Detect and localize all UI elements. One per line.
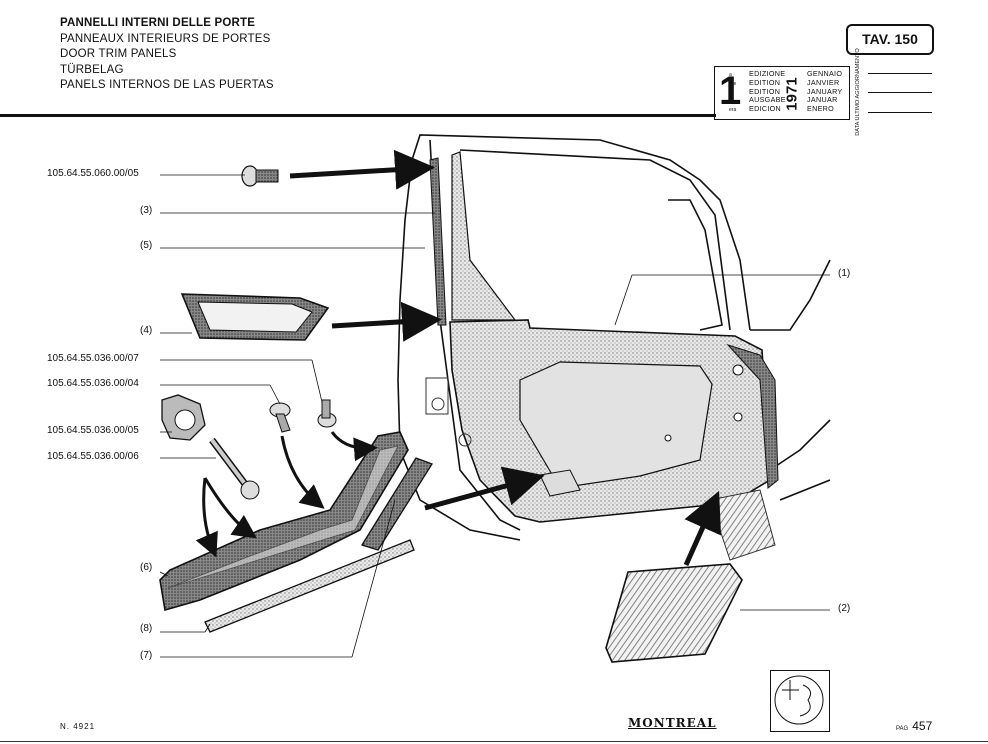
arrow-screw07 [330,431,378,462]
window-trim-4-inner [197,301,313,333]
armrest-6 [159,431,409,612]
title-french: PANNEAUX INTERIEURS DE PORTES [60,32,271,45]
trim-strip-8 [204,539,415,633]
title-italian: PANNELLI INTERNI DELLE PORTE [60,17,256,29]
hole-3 [664,434,672,442]
cavity-hole [431,397,445,411]
callout-4: (4) [140,325,153,336]
sill-mat [709,489,776,561]
window-seal-strip [429,157,447,326]
title-spanish: PANELS INTERNOS DE LAS PUERTAS [60,79,274,91]
callout-pn-036-07: 105.64.55.036.00/07 [47,353,139,364]
hole-2 [733,412,743,422]
hole-1 [732,364,744,376]
edition-number: 1 [719,69,742,113]
update-line [868,73,932,74]
drawing-number: N. 4921 [60,722,96,731]
armrest-seat [539,469,581,497]
brand-wordmark: MONTREAL [628,716,717,730]
callout-pn-060-05: 105.64.55.060.00/05 [47,168,139,179]
cavity-hole [458,433,472,447]
callout-pn-036-04: 105.64.55.036.00/04 [47,378,139,389]
logo-box [770,670,830,732]
logo-emblem [774,675,824,725]
callout-1: (1) [838,268,851,279]
callout-pn-036-06: 105.64.55.036.00/06 [47,451,139,462]
edition-suffixes: a ère st era [729,72,737,114]
callout-8: (8) [140,623,153,634]
mat-2 [605,563,743,663]
arrow-screw [289,149,435,190]
edition-months: GENNAIO JANVIER JANUARY JANUAR ENERO [807,69,843,114]
footer-rule [0,741,988,742]
cavity-bracket [425,377,449,415]
arrow-panel [424,466,545,511]
trim-strip-7 [361,457,433,551]
glass-run-panel [451,151,517,321]
door-pocket [519,361,713,489]
edition-box: 1 a ère st era EDIZIONE EDITION EDITION … [714,66,850,120]
clip-036-05 [161,394,206,441]
arrow-clip2 [203,477,257,539]
callout-pn-036-05: 105.64.55.036.00/05 [47,425,139,436]
arrow-mat [683,490,722,567]
table-number-badge: TAV. 150 [846,24,934,55]
screw-060-05 [241,165,279,187]
leader-lines [159,174,830,658]
callout-6: (6) [140,562,153,573]
title-block: PANNELLI INTERNI DELLE PORTE PANNEAUX IN… [60,16,274,94]
door-frame [397,134,831,541]
callout-5: (5) [140,240,153,251]
update-line [868,112,932,113]
callout-3: (3) [140,205,153,216]
update-line [868,92,932,93]
callout-2: (2) [838,603,851,614]
screw-036-07 [317,399,337,428]
screw-036-06 [209,437,260,500]
arrow-trim4 [331,301,442,342]
title-german: TÜRBELAG [60,63,124,76]
screw-036-04 [269,402,291,433]
edition-labels: EDIZIONE EDITION EDITION AUSGABE EDICION [749,69,786,114]
arrow-screw04 [280,435,325,509]
title-english: DOOR TRIM PANELS [60,48,177,60]
rear-seal [726,343,779,489]
arrow-clip1 [195,477,218,558]
callout-7: (7) [140,650,153,661]
header-rule [0,114,716,117]
